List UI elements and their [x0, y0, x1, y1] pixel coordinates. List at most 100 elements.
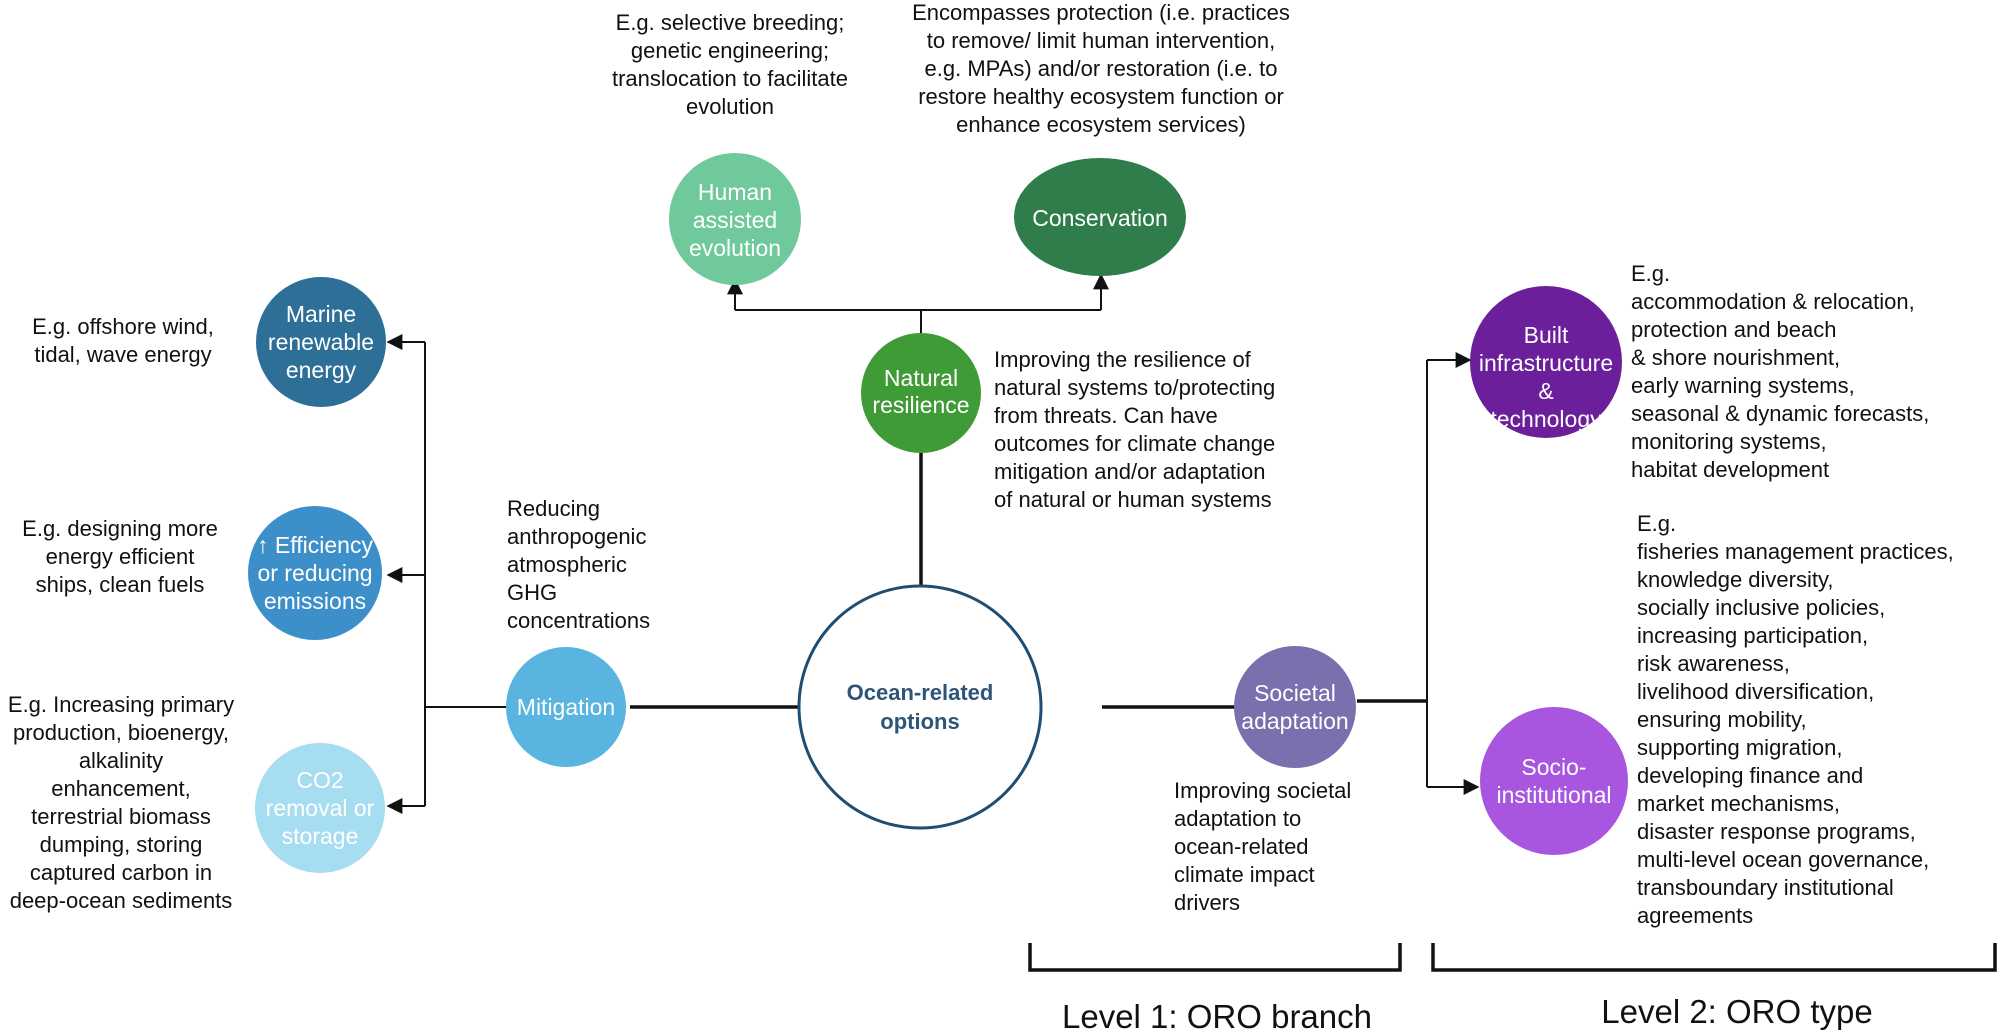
- svg-text:e.g. MPAs) and/or restoration: e.g. MPAs) and/or restoration (i.e. to: [925, 56, 1278, 81]
- svg-text:alkalinity: alkalinity: [79, 748, 163, 773]
- svg-text:developing finance and: developing finance and: [1637, 763, 1863, 788]
- svg-text:or reducing: or reducing: [257, 560, 372, 586]
- svg-text:Improving societal: Improving societal: [1174, 778, 1351, 803]
- svg-text:habitat development: habitat development: [1631, 457, 1829, 482]
- svg-text:monitoring systems,: monitoring systems,: [1631, 429, 1827, 454]
- socio-institutional-node[interactable]: Socio- institutional: [1480, 707, 1628, 855]
- efficiency-reducing-emissions-node[interactable]: ↑ Efficiency or reducing emissions: [248, 506, 382, 640]
- svg-text:& shore nourishment,: & shore nourishment,: [1631, 345, 1840, 370]
- svg-text:livelihood diversification,: livelihood diversification,: [1637, 679, 1874, 704]
- built-infrastructure-technology-node[interactable]: Built infrastructure & technology: [1470, 286, 1622, 438]
- svg-text:Ocean-related: Ocean-related: [847, 680, 994, 705]
- svg-text:&: &: [1538, 378, 1553, 404]
- co2-removal-storage-node[interactable]: CO2 removal or storage: [255, 743, 385, 873]
- svg-text:seasonal & dynamic forecasts,: seasonal & dynamic forecasts,: [1631, 401, 1929, 426]
- human-assisted-description: E.g. selective breeding; genetic enginee…: [612, 10, 848, 119]
- svg-text:Societal: Societal: [1254, 680, 1336, 706]
- svg-text:technology: technology: [1490, 406, 1602, 432]
- svg-text:concentrations: concentrations: [507, 608, 650, 633]
- natural-resilience-description: Improving the resilience of natural syst…: [994, 347, 1275, 512]
- level1-bracket: Level 1: ORO branch: [1028, 943, 1402, 1034]
- natural-resilience-node[interactable]: Natural resilience: [861, 333, 981, 453]
- svg-text:energy efficient: energy efficient: [46, 544, 195, 569]
- svg-text:knowledge diversity,: knowledge diversity,: [1637, 567, 1833, 592]
- svg-text:Natural: Natural: [884, 365, 958, 391]
- svg-text:E.g. designing more: E.g. designing more: [22, 516, 218, 541]
- mitigation-description: Reducing anthropogenic atmospheric GHG c…: [507, 496, 650, 633]
- svg-text:options: options: [880, 709, 959, 734]
- svg-text:CO2: CO2: [296, 767, 343, 793]
- svg-text:E.g. Increasing primary: E.g. Increasing primary: [8, 692, 234, 717]
- svg-text:evolution: evolution: [689, 235, 781, 261]
- built-infrastructure-description: E.g. accommodation & relocation, protect…: [1631, 261, 1929, 482]
- svg-text:emissions: emissions: [264, 588, 366, 614]
- svg-text:storage: storage: [282, 823, 359, 849]
- svg-text:atmospheric: atmospheric: [507, 552, 627, 577]
- conservation-description: Encompasses protection (i.e. practices t…: [912, 0, 1290, 137]
- level2-label: Level 2: ORO type: [1601, 993, 1872, 1030]
- svg-text:E.g.: E.g.: [1637, 511, 1676, 536]
- svg-text:genetic engineering;: genetic engineering;: [631, 38, 829, 63]
- svg-text:removal or: removal or: [266, 795, 375, 821]
- svg-text:risk awareness,: risk awareness,: [1637, 651, 1790, 676]
- svg-text:enhance ecosystem services): enhance ecosystem services): [956, 112, 1246, 137]
- svg-text:E.g. selective breeding;: E.g. selective breeding;: [616, 10, 845, 35]
- svg-text:protection and beach: protection and beach: [1631, 317, 1837, 342]
- svg-text:fisheries management practices: fisheries management practices,: [1637, 539, 1954, 564]
- svg-text:captured carbon in: captured carbon in: [30, 860, 212, 885]
- marine-renewable-energy-node[interactable]: Marine renewable energy: [256, 277, 386, 407]
- svg-text:tidal, wave energy: tidal, wave energy: [34, 342, 211, 367]
- svg-text:dumping, storing: dumping, storing: [40, 832, 203, 857]
- co2-removal-description: E.g. Increasing primary production, bioe…: [8, 692, 234, 913]
- mitigation-node[interactable]: Mitigation: [506, 647, 626, 767]
- svg-text:production, bioenergy,: production, bioenergy,: [13, 720, 229, 745]
- svg-text:market mechanisms,: market mechanisms,: [1637, 791, 1840, 816]
- svg-text:Socio-: Socio-: [1521, 754, 1586, 780]
- svg-text:multi-level ocean governance,: multi-level ocean governance,: [1637, 847, 1929, 872]
- svg-text:ocean-related: ocean-related: [1174, 834, 1309, 859]
- svg-text:from threats. Can have: from threats. Can have: [994, 403, 1218, 428]
- connectors: [386, 273, 1480, 814]
- svg-text:resilience: resilience: [872, 392, 969, 418]
- human-assisted-evolution-node[interactable]: Human assisted evolution: [669, 153, 801, 285]
- svg-text:disaster response programs,: disaster response programs,: [1637, 819, 1916, 844]
- conservation-node[interactable]: Conservation: [1014, 158, 1186, 276]
- svg-text:ships, clean fuels: ships, clean fuels: [36, 572, 205, 597]
- svg-text:transboundary institutional: transboundary institutional: [1637, 875, 1894, 900]
- svg-text:Mitigation: Mitigation: [517, 694, 615, 720]
- svg-text:infrastructure: infrastructure: [1479, 350, 1613, 376]
- societal-adaptation-description: Improving societal adaptation to ocean-r…: [1174, 778, 1351, 915]
- svg-text:accommodation & relocation,: accommodation & relocation,: [1631, 289, 1915, 314]
- svg-text:outcomes for climate change: outcomes for climate change: [994, 431, 1275, 456]
- svg-text:of natural or human systems: of natural or human systems: [994, 487, 1272, 512]
- svg-text:renewable: renewable: [268, 329, 374, 355]
- svg-text:translocation to facilitate: translocation to facilitate: [612, 66, 848, 91]
- svg-text:terrestrial biomass: terrestrial biomass: [31, 804, 211, 829]
- svg-text:Conservation: Conservation: [1032, 205, 1168, 231]
- level2-bracket: Level 2: ORO type: [1431, 943, 1997, 1030]
- ocean-related-options-node[interactable]: Ocean-related options: [797, 584, 1043, 830]
- efficiency-description: E.g. designing more energy efficient shi…: [22, 516, 218, 597]
- svg-text:deep-ocean sediments: deep-ocean sediments: [10, 888, 233, 913]
- svg-text:restore healthy ecosystem func: restore healthy ecosystem function or: [918, 84, 1284, 109]
- svg-text:adaptation: adaptation: [1241, 708, 1348, 734]
- marine-renewable-description: E.g. offshore wind, tidal, wave energy: [32, 314, 214, 367]
- svg-text:anthropogenic: anthropogenic: [507, 524, 646, 549]
- level1-label: Level 1: ORO branch: [1062, 998, 1372, 1034]
- svg-text:assisted: assisted: [693, 207, 777, 233]
- svg-text:socially inclusive policies,: socially inclusive policies,: [1637, 595, 1885, 620]
- svg-text:drivers: drivers: [1174, 890, 1240, 915]
- svg-text:E.g. offshore wind,: E.g. offshore wind,: [32, 314, 214, 339]
- svg-text:Marine: Marine: [286, 301, 356, 327]
- svg-text:E.g.: E.g.: [1631, 261, 1670, 286]
- svg-text:institutional: institutional: [1496, 782, 1611, 808]
- svg-text:increasing participation,: increasing participation,: [1637, 623, 1868, 648]
- svg-text:enhancement,: enhancement,: [51, 776, 190, 801]
- svg-text:Human: Human: [698, 179, 772, 205]
- societal-adaptation-node[interactable]: Societal adaptation: [1234, 646, 1356, 768]
- svg-text:↑ Efficiency: ↑ Efficiency: [257, 532, 373, 558]
- svg-text:ensuring mobility,: ensuring mobility,: [1637, 707, 1807, 732]
- svg-text:to remove/ limit human interve: to remove/ limit human intervention,: [927, 28, 1276, 53]
- svg-text:Improving the resilience of: Improving the resilience of: [994, 347, 1252, 372]
